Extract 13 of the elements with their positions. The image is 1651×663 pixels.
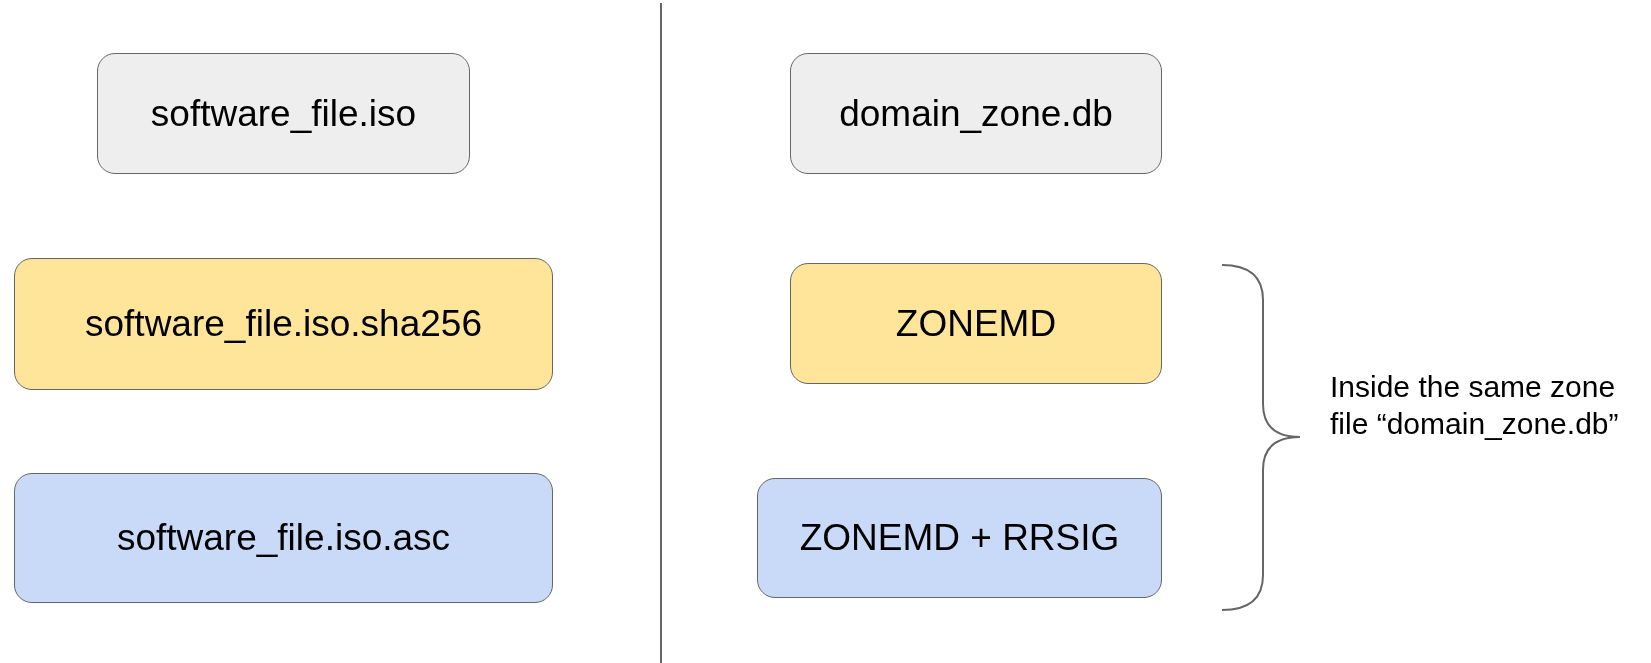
- file-name: ZONEMD + RRSIG: [799, 517, 1120, 559]
- file-name: software_file.iso: [150, 92, 417, 135]
- file-box: [790, 53, 1162, 174]
- file-name: ZONEMD: [895, 302, 1057, 345]
- file-name: software_file.iso.asc: [116, 517, 451, 559]
- file-name: domain_zone.db: [839, 92, 1113, 135]
- file-box: [757, 478, 1162, 598]
- file-box: [97, 53, 470, 174]
- file-box: [790, 263, 1162, 384]
- file-box: [14, 258, 553, 390]
- note-text: Inside the same zone file “domain_zone.db”: [1330, 369, 1620, 442]
- file-name: software_file.iso.sha256: [85, 303, 482, 345]
- file-box: [14, 473, 553, 603]
